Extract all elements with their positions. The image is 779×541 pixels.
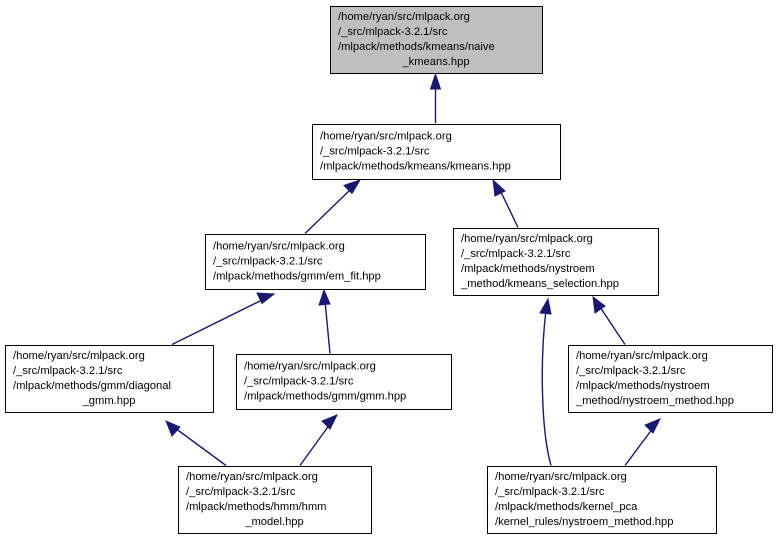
node-kmeans[interactable]: /home/ryan/src/mlpack.org /_src/mlpack-3.…	[312, 124, 561, 180]
edge-arrowhead	[343, 179, 362, 195]
node-label-line: /home/ryan/src/mlpack.org	[244, 360, 376, 372]
node-label-line: /home/ryan/src/mlpack.org	[461, 233, 593, 245]
node-nystroem_method[interactable]: /home/ryan/src/mlpack.org /_src/mlpack-3.…	[568, 345, 773, 413]
node-naive_kmeans[interactable]: /home/ryan/src/mlpack.org /_src/mlpack-3.…	[330, 6, 543, 74]
node-box[interactable]	[236, 354, 452, 410]
node-label-line: /home/ryan/src/mlpack.org	[338, 11, 470, 23]
edge-arrowhead	[318, 288, 331, 306]
node-label-line: /mlpack/methods/hmm/hmm	[186, 501, 327, 513]
node-label-line: /kernel_rules/nystroem_method.hpp	[495, 516, 673, 528]
node-label-line: /mlpack/methods/gmm/em_fit.hpp	[213, 270, 381, 282]
node-label-line: /_src/mlpack-3.2.1/src	[338, 26, 448, 38]
node-box[interactable]	[312, 124, 561, 180]
node-label-line: /mlpack/methods/nystroem	[461, 263, 595, 275]
node-em_fit[interactable]: /home/ryan/src/mlpack.org /_src/mlpack-3.…	[205, 234, 426, 290]
node-box[interactable]	[205, 234, 426, 290]
edge-kernel_pca_nystroem-to-kmeans_selection	[539, 297, 552, 466]
node-label-line: /home/ryan/src/mlpack.org	[576, 350, 708, 362]
node-box[interactable]	[453, 228, 659, 296]
node-box[interactable]	[568, 345, 773, 413]
node-kernel_pca_nystroem[interactable]: /home/ryan/src/mlpack.org /_src/mlpack-3.…	[487, 466, 717, 534]
node-box[interactable]	[5, 345, 214, 413]
node-label-line: /mlpack/methods/gmm/diagonal	[13, 380, 171, 392]
edge-nystroem_method-to-kmeans_selection	[592, 295, 626, 345]
edge-arrowhead	[492, 178, 506, 197]
node-kmeans_selection[interactable]: /home/ryan/src/mlpack.org /_src/mlpack-3.…	[453, 228, 659, 296]
node-label-line: /home/ryan/src/mlpack.org	[186, 471, 318, 483]
edge-kernel_pca_nystroem-to-nystroem_method	[624, 418, 662, 466]
node-label-line: /_src/mlpack-3.2.1/src	[186, 486, 296, 498]
node-label-line: _method/nystroem_method.hpp	[575, 395, 734, 407]
node-box[interactable]	[330, 6, 543, 74]
node-label-line: /home/ryan/src/mlpack.org	[495, 471, 627, 483]
node-box[interactable]	[487, 466, 717, 534]
edge-line	[599, 306, 626, 345]
edge-arrowhead	[165, 420, 181, 437]
edge-arrowhead	[592, 295, 606, 314]
edge-arrowhead	[321, 414, 339, 430]
edge-kmeans_selection-to-kmeans	[492, 178, 519, 228]
node-diagonal_gmm[interactable]: /home/ryan/src/mlpack.org /_src/mlpack-3.…	[5, 345, 214, 413]
node-label-line: /mlpack/methods/gmm/gmm.hpp	[244, 390, 406, 402]
node-label-line: /home/ryan/src/mlpack.org	[213, 240, 345, 252]
edge-arrowhead	[256, 292, 276, 305]
node-label-line: /_src/mlpack-3.2.1/src	[320, 145, 430, 157]
edge-kmeans-to-naive_kmeans	[429, 72, 442, 124]
edge-arrowhead	[539, 297, 552, 315]
node-gmm[interactable]: /home/ryan/src/mlpack.org /_src/mlpack-3.…	[236, 354, 452, 410]
node-label-line: /home/ryan/src/mlpack.org	[320, 130, 452, 142]
edge-line	[304, 189, 351, 235]
edge-line	[624, 427, 654, 466]
node-label-line: /mlpack/methods/kmeans/naive	[338, 41, 495, 53]
edge-line	[299, 423, 331, 466]
node-label-line: /_src/mlpack-3.2.1/src	[13, 365, 123, 377]
edge-line	[499, 189, 519, 228]
node-label-line: _model.hpp	[244, 516, 303, 528]
node-label-line: /_src/mlpack-3.2.1/src	[244, 375, 354, 387]
node-box[interactable]	[178, 466, 372, 534]
node-label-line: _method/kmeans_selection.hpp	[460, 278, 619, 290]
node-label-line: /_src/mlpack-3.2.1/src	[213, 255, 323, 267]
node-label-line: _gmm.hpp	[82, 395, 136, 407]
edge-line	[541, 309, 552, 466]
edge-hmm_model-to-gmm	[299, 414, 339, 466]
node-label-line: /mlpack/methods/nystroem	[576, 380, 710, 392]
node-label-line: /_src/mlpack-3.2.1/src	[495, 486, 605, 498]
node-label-line: /_src/mlpack-3.2.1/src	[576, 365, 686, 377]
edges-layer	[165, 72, 662, 467]
node-hmm_model[interactable]: /home/ryan/src/mlpack.org /_src/mlpack-3.…	[178, 466, 372, 534]
edge-em_fit-to-kmeans	[304, 179, 362, 235]
edge-line	[171, 299, 263, 346]
edge-arrowhead	[429, 72, 442, 90]
edge-gmm-to-em_fit	[318, 288, 331, 354]
node-label-line: /mlpack/methods/kmeans/kmeans.hpp	[320, 160, 511, 172]
node-label-line: /_src/mlpack-3.2.1/src	[461, 248, 571, 260]
edge-hmm_model-to-diagonal_gmm	[165, 420, 227, 467]
edge-arrowhead	[644, 418, 662, 434]
edge-line	[324, 300, 331, 354]
edge-diagonal_gmm-to-em_fit	[171, 292, 276, 346]
node-label-line: _kmeans.hpp	[401, 56, 469, 68]
edge-line	[174, 427, 227, 467]
nodes-layer: /home/ryan/src/mlpack.org /_src/mlpack-3.…	[5, 6, 773, 534]
node-label-line: /mlpack/methods/kernel_pca	[495, 501, 638, 513]
node-label-line: /home/ryan/src/mlpack.org	[13, 350, 145, 362]
